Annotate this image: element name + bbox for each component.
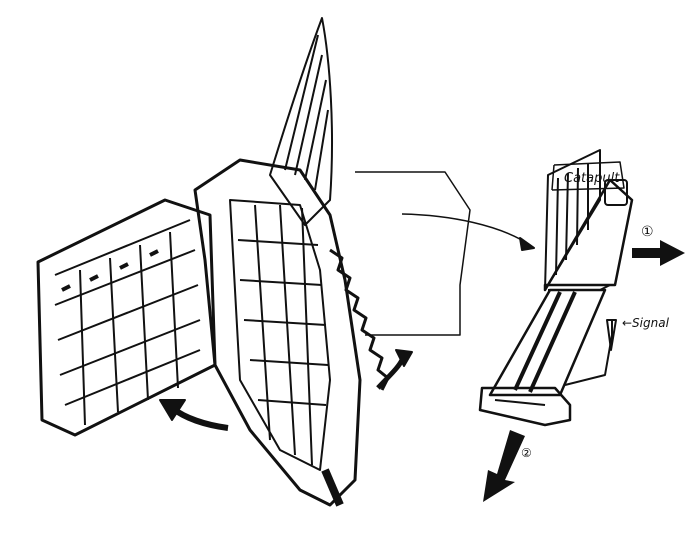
step-1-label: ① [641,224,654,240]
callout-outline [355,171,471,336]
arrow-1 [632,240,685,266]
hull-drawing [193,158,390,507]
catapult-sign-board [551,161,625,191]
catapult-label: Catapult [564,171,620,186]
step-2-label: ② [521,446,532,460]
callout-arrowhead [519,237,535,251]
rotate-right-arrow [376,358,405,390]
arrow-2 [483,430,525,502]
rotate-left-arrow [170,405,229,431]
catapult-drawing [478,149,634,427]
fin-drawing [269,17,333,226]
signal-label: ←Signal [622,316,669,330]
rotate-left-arrowhead [159,399,186,421]
left-panel-drawing [36,198,217,437]
rotate-right-arrowhead [395,349,413,367]
